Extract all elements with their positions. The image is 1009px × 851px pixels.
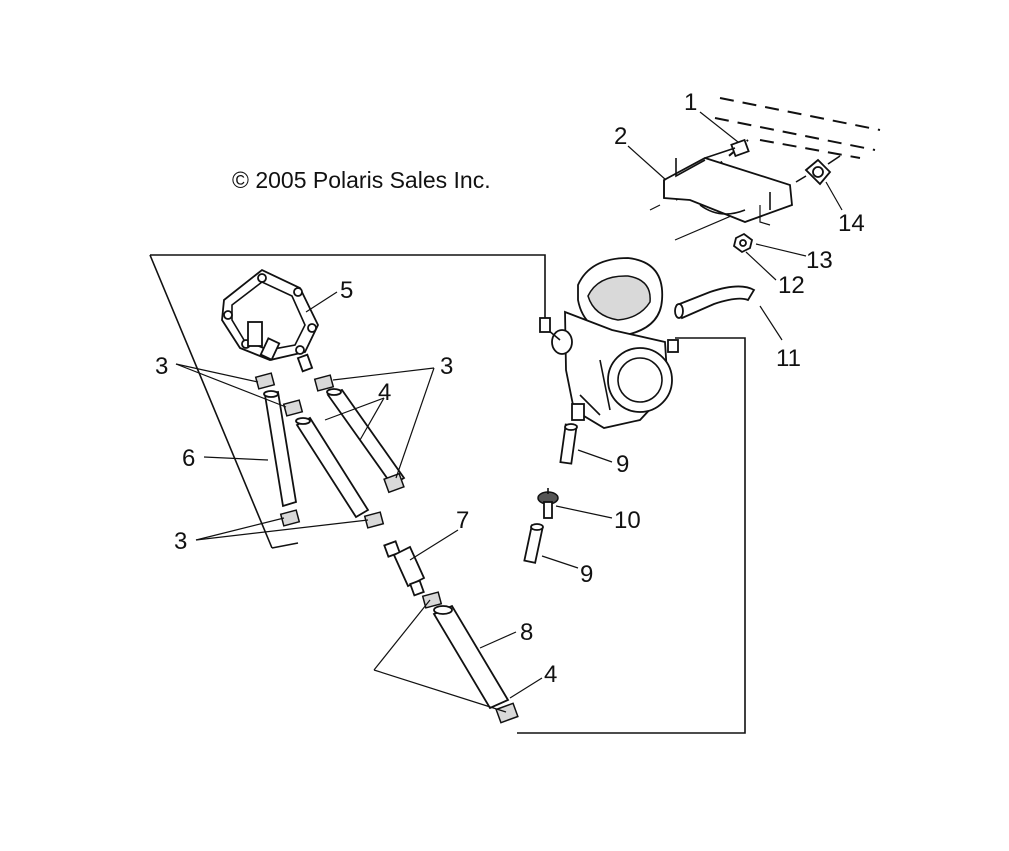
fuel-hose-8 bbox=[421, 591, 519, 724]
callout-14: 14 bbox=[838, 210, 865, 237]
hose-clamps bbox=[254, 372, 385, 529]
fuel-filter bbox=[383, 540, 426, 597]
nut-and-washer bbox=[732, 232, 754, 254]
callout-13: 13 bbox=[806, 247, 833, 274]
callout-10: 10 bbox=[614, 507, 641, 534]
leader-lines bbox=[175, 111, 843, 713]
hose-upper bbox=[559, 423, 578, 465]
callout-6: 6 bbox=[182, 445, 195, 472]
fuel-pump bbox=[221, 268, 319, 373]
callout-8: 8 bbox=[520, 619, 533, 646]
callout-2: 2 bbox=[614, 123, 627, 150]
callout-3-lower: 3 bbox=[174, 528, 187, 555]
copyright-text: © 2005 Polaris Sales Inc. bbox=[232, 167, 491, 193]
callout-1: 1 bbox=[684, 89, 697, 116]
fuel-hose-4-left bbox=[295, 416, 370, 519]
callout-12: 12 bbox=[778, 272, 805, 299]
vent-hose bbox=[674, 285, 756, 320]
inline-valve bbox=[537, 488, 559, 519]
mounting-bracket bbox=[663, 157, 793, 226]
fuel-hose-6 bbox=[263, 390, 298, 508]
callout-11: 11 bbox=[776, 345, 801, 372]
fuel-fitting bbox=[795, 155, 841, 186]
carburetor bbox=[539, 257, 679, 429]
bolt bbox=[704, 138, 750, 159]
callout-3-right: 3 bbox=[440, 353, 453, 380]
callout-7: 7 bbox=[456, 507, 469, 534]
hose-lower bbox=[523, 523, 544, 564]
callout-9-lower: 9 bbox=[580, 561, 593, 588]
callout-4-lower: 4 bbox=[544, 661, 557, 688]
callout-9-upper: 9 bbox=[616, 451, 629, 478]
callout-4-upper: 4 bbox=[378, 379, 391, 406]
fuel-routing-outline bbox=[149, 254, 746, 734]
fuel-hose-4-right bbox=[326, 388, 406, 494]
callout-labels: 1 2 14 13 12 11 5 3 3 4 6 3 7 9 10 9 8 4 bbox=[155, 89, 865, 688]
callout-5: 5 bbox=[340, 277, 353, 304]
callout-3-left: 3 bbox=[155, 353, 168, 380]
